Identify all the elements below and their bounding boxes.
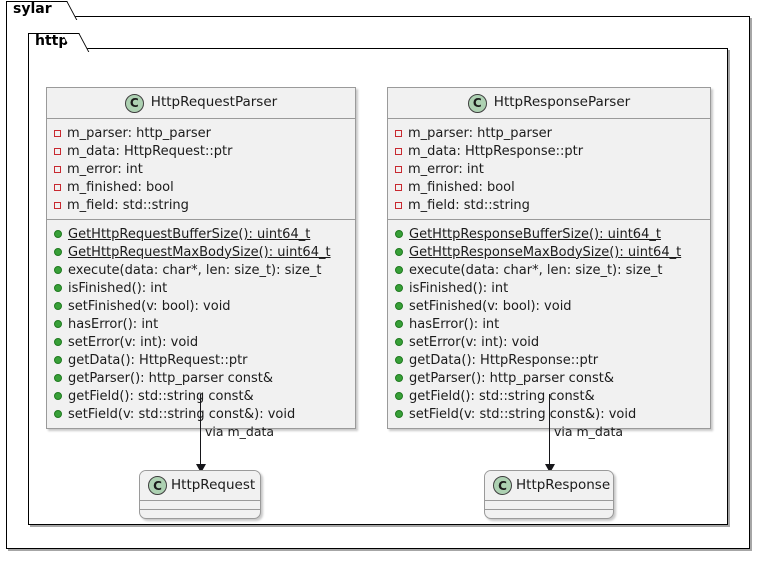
association-label: via m_data [554,424,624,439]
method-row: setError(v: int): void [47,333,355,351]
public-marker-icon [395,338,403,346]
method-row: GetHttpRequestBufferSize(): uint64_t [47,225,355,243]
field-row: m_finished: bool [388,178,710,196]
private-marker-icon [395,183,402,191]
methods-compartment [140,510,260,518]
field-row: m_field: std::string [388,196,710,214]
fields-compartment [140,501,260,510]
field-row: m_field: std::string [47,196,355,214]
public-marker-icon [54,392,62,400]
class-title: HttpRequestParser [150,94,278,111]
public-marker-icon [54,266,62,274]
field-row: m_parser: http_parser [388,124,710,142]
fields-compartment [485,501,613,510]
private-marker-icon [395,147,402,155]
private-marker-icon [54,129,61,137]
methods-compartment: GetHttpRequestBufferSize(): uint64_t Get… [47,220,355,428]
public-marker-icon [395,356,403,364]
public-marker-icon [395,320,403,328]
method-row: isFinished(): int [388,279,710,297]
public-marker-icon [395,266,403,274]
package-tab-sylar-label: sylar [13,1,52,17]
field-row: m_finished: bool [47,178,355,196]
method-row: getParser(): http_parser const& [47,369,355,387]
public-marker-icon [395,374,403,382]
method-row: getData(): HttpResponse::ptr [388,351,710,369]
public-marker-icon [395,284,403,292]
class-icon: C [493,476,512,495]
private-marker-icon [54,201,61,209]
public-marker-icon [54,338,62,346]
method-row: execute(data: char*, len: size_t): size_… [47,261,355,279]
method-row: getField(): std::string const& [388,387,710,405]
method-row: hasError(): int [388,315,710,333]
class-box-http-response-parser[interactable]: C HttpResponseParser m_parser: http_pars… [387,87,711,429]
class-icon: C [148,476,167,495]
public-marker-icon [54,356,62,364]
method-row: hasError(): int [47,315,355,333]
method-row: isFinished(): int [47,279,355,297]
public-marker-icon [54,284,62,292]
class-header: C HttpRequestParser [47,88,355,119]
method-row: setField(v: std::string const&): void [388,405,710,423]
method-row: setError(v: int): void [388,333,710,351]
private-marker-icon [54,183,61,191]
package-tab-sylar[interactable]: sylar [6,1,62,18]
class-icon: C [467,93,487,113]
class-box-http-request-parser[interactable]: C HttpRequestParser m_parser: http_parse… [46,87,356,429]
field-row: m_error: int [47,160,355,178]
arrow-head-icon [195,464,206,473]
method-row: GetHttpResponseMaxBodySize(): uint64_t [388,243,710,261]
class-title: HttpRequest [171,476,256,493]
class-header: C HttpRequest [140,471,260,501]
method-row: getParser(): http_parser const& [388,369,710,387]
private-marker-icon [54,165,61,173]
method-row: execute(data: char*, len: size_t): size_… [388,261,710,279]
public-marker-icon [395,410,403,418]
fields-compartment: m_parser: http_parser m_data: HttpRespon… [388,119,710,220]
field-row: m_error: int [388,160,710,178]
public-marker-icon [395,302,403,310]
private-marker-icon [395,129,402,137]
public-marker-icon [54,320,62,328]
class-box-http-request[interactable]: C HttpRequest [139,470,261,519]
field-row: m_data: HttpResponse::ptr [388,142,710,160]
private-marker-icon [395,165,402,173]
method-row: getField(): std::string const& [47,387,355,405]
private-marker-icon [54,147,61,155]
methods-compartment [485,510,613,518]
method-row: GetHttpResponseBufferSize(): uint64_t [388,225,710,243]
association-label: via m_data [205,424,275,439]
public-marker-icon [54,230,62,238]
class-icon: C [124,93,144,113]
private-marker-icon [395,201,402,209]
method-row: setFinished(v: bool): void [388,297,710,315]
class-header: C HttpResponseParser [388,88,710,119]
public-marker-icon [54,302,62,310]
class-header: C HttpResponse [485,471,613,501]
class-title: HttpResponse [516,476,611,493]
arrow-head-icon [544,464,555,473]
package-tab-http[interactable]: http [28,33,74,50]
method-row: GetHttpRequestMaxBodySize(): uint64_t [47,243,355,261]
field-row: m_data: HttpRequest::ptr [47,142,355,160]
association-line [200,394,202,467]
public-marker-icon [54,374,62,382]
public-marker-icon [54,248,62,256]
class-box-http-response[interactable]: C HttpResponse [484,470,614,519]
public-marker-icon [395,230,403,238]
public-marker-icon [395,392,403,400]
association-line [549,394,551,467]
method-row: getData(): HttpRequest::ptr [47,351,355,369]
package-tab-http-label: http [35,33,69,49]
fields-compartment: m_parser: http_parser m_data: HttpReques… [47,119,355,220]
method-row: setFinished(v: bool): void [47,297,355,315]
methods-compartment: GetHttpResponseBufferSize(): uint64_t Ge… [388,220,710,428]
method-row: setField(v: std::string const&): void [47,405,355,423]
public-marker-icon [54,410,62,418]
class-title: HttpResponseParser [493,94,631,111]
field-row: m_parser: http_parser [47,124,355,142]
public-marker-icon [395,248,403,256]
